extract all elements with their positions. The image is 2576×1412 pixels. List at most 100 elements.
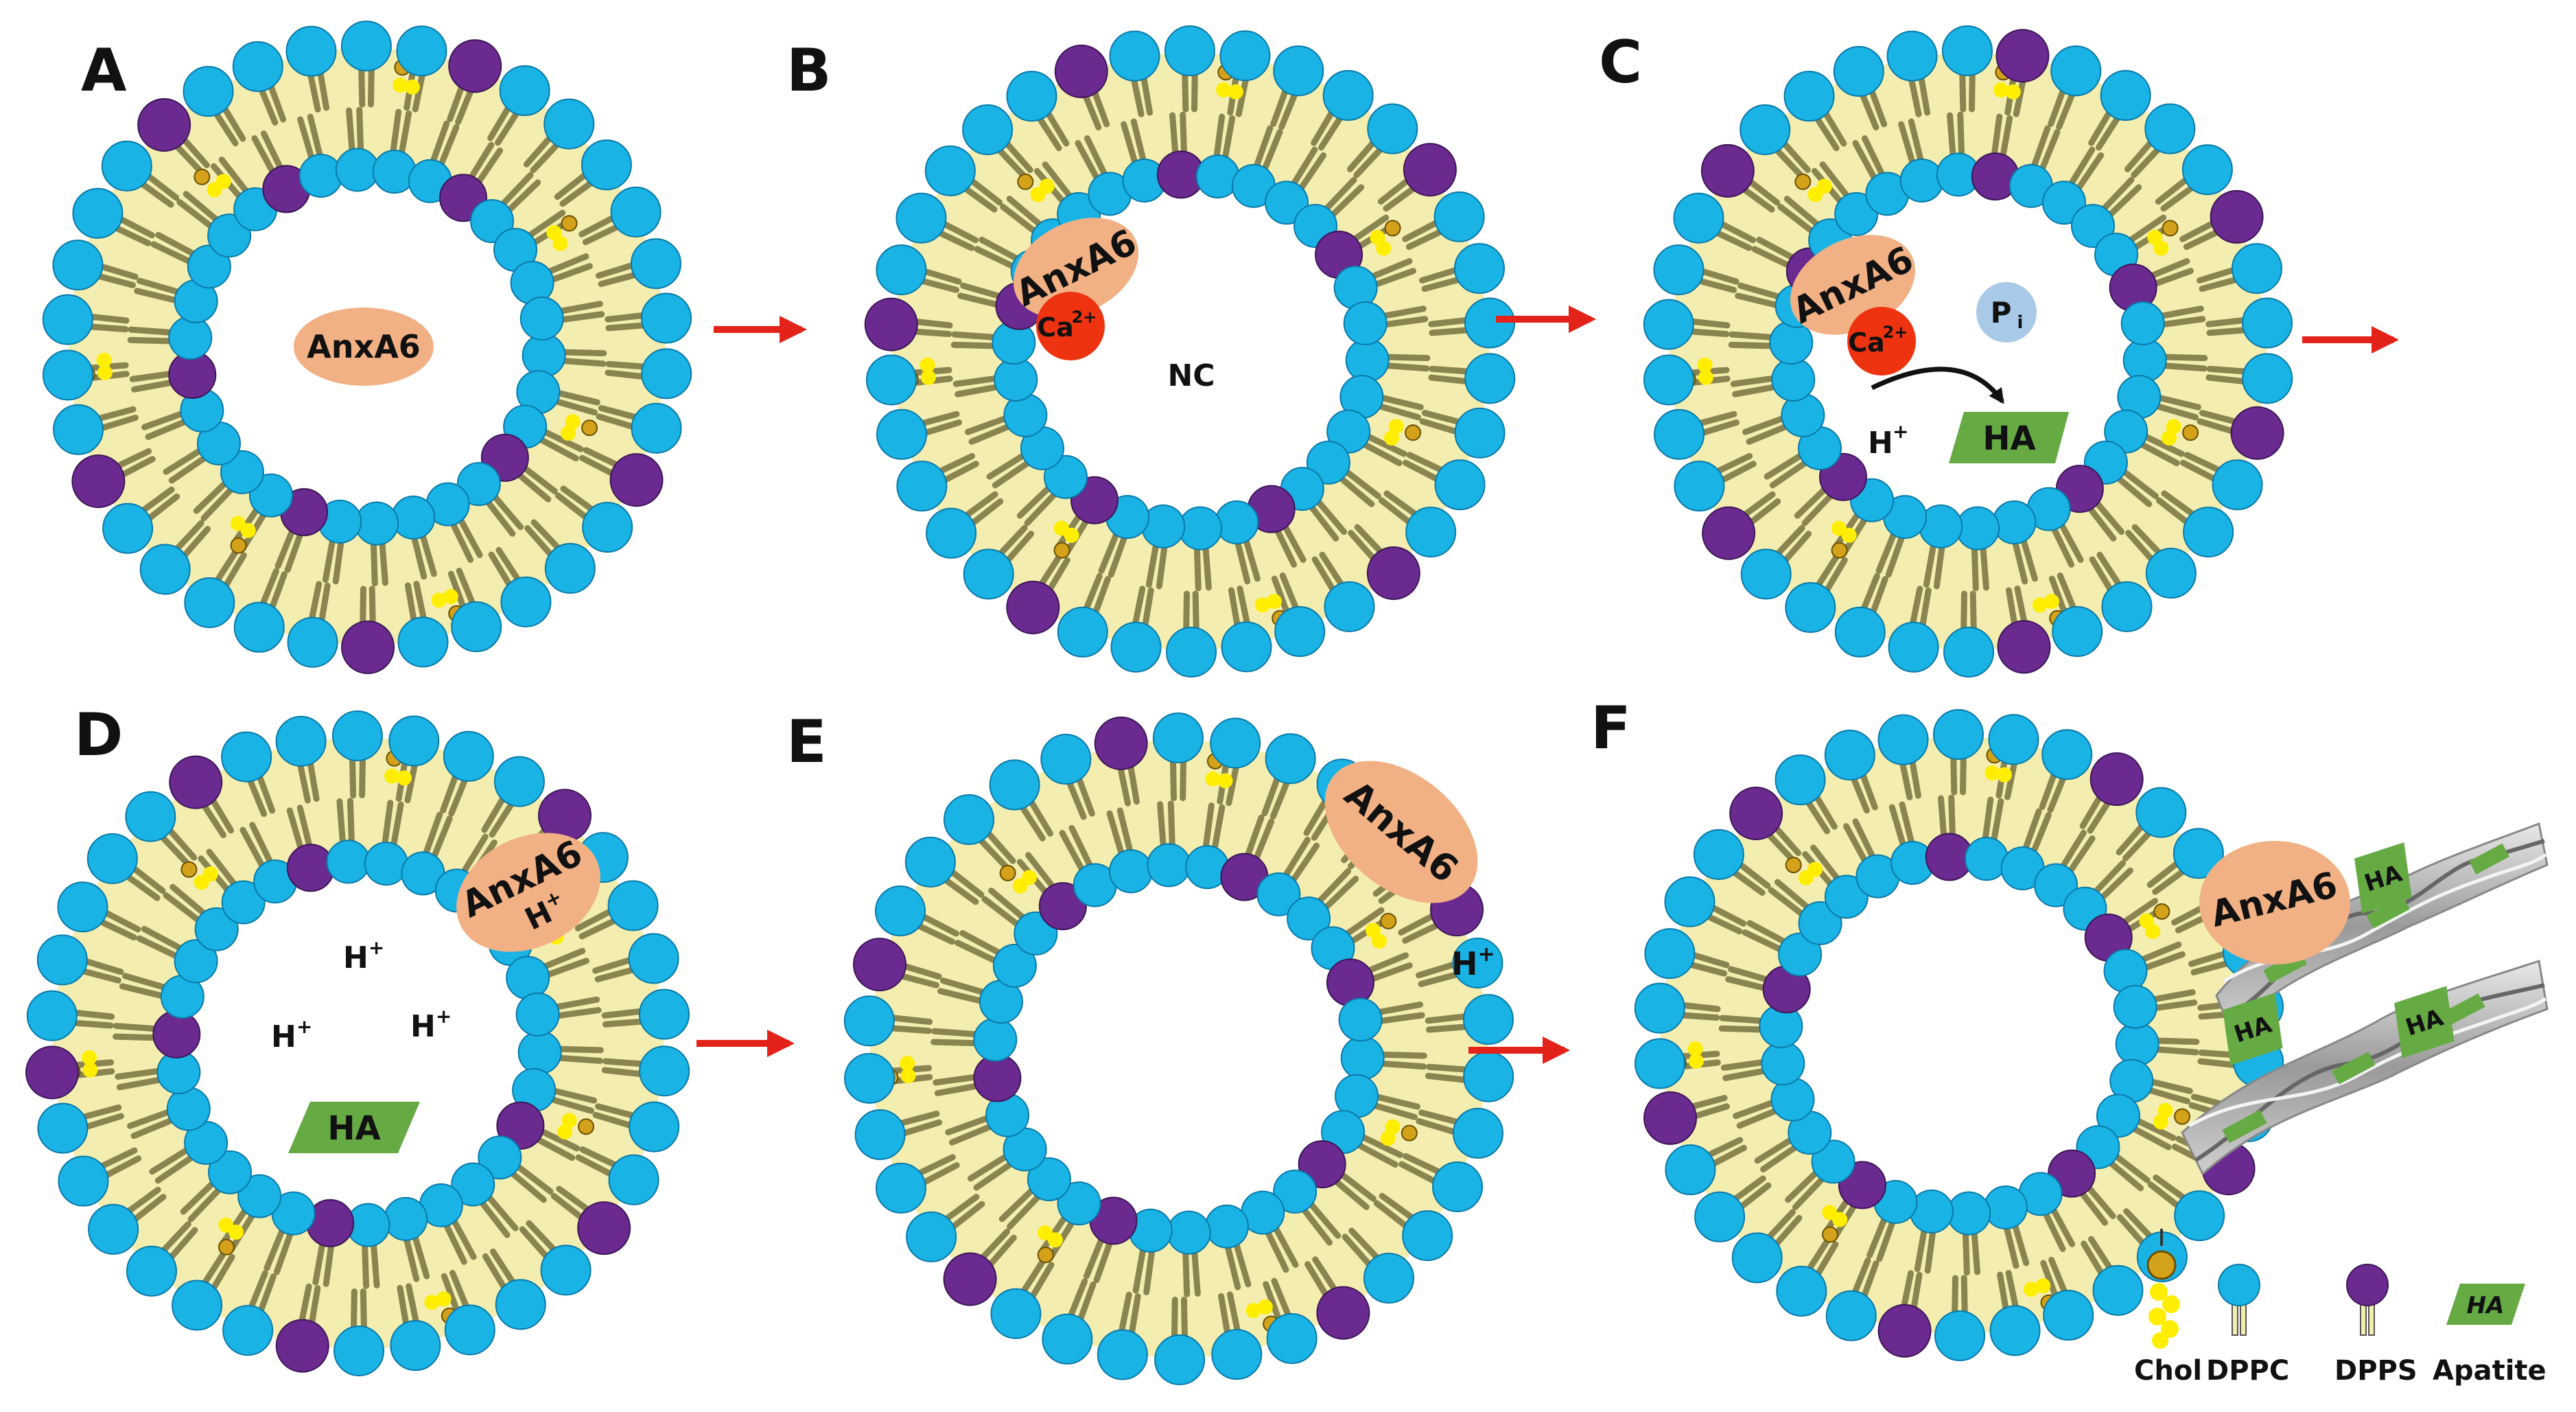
cholesterol-icon <box>2146 1229 2180 1349</box>
tail-region <box>1661 737 2258 1334</box>
dpps-head <box>943 1252 997 1306</box>
dppc-head <box>1204 1204 1249 1249</box>
dppc-head <box>500 576 552 627</box>
panel-letter-f: F <box>1591 694 1631 763</box>
dppc-head <box>1040 733 1092 785</box>
vesicle-membrane-e <box>843 713 1514 1385</box>
dppc-head <box>208 1150 253 1194</box>
dpps-head <box>577 1201 631 1255</box>
dppc-head <box>1956 506 2000 551</box>
phosphate-subscript: i <box>2017 312 2024 333</box>
dppc-head <box>1454 407 1506 459</box>
dppc-head <box>168 316 213 360</box>
apatite-icon-symbol: HA <box>2467 1292 2505 1319</box>
calcium-charge: 2+ <box>1072 308 1097 327</box>
dppc-head <box>1825 1290 1877 1341</box>
vesicle-membrane-a <box>42 21 692 674</box>
cholesterol-molecule <box>443 589 458 605</box>
cholesterol-molecule <box>1997 767 2013 783</box>
dpps-head <box>609 453 664 507</box>
dppc-head <box>1798 901 1842 945</box>
dppc-head <box>232 40 283 92</box>
dppc-head <box>285 25 337 77</box>
cholesterol-molecule <box>1380 912 1397 929</box>
cholesterol-molecule <box>230 537 247 554</box>
dppc-head <box>36 934 88 986</box>
dppc-head <box>2115 1021 2159 1066</box>
dppc-head <box>1154 1334 1206 1385</box>
dppc-head <box>1340 1036 1385 1080</box>
legend-item-chol: Chol <box>2134 1229 2202 1387</box>
cholesterol-molecule <box>1053 520 1069 536</box>
dppc-head <box>221 731 272 783</box>
cholesterol-molecule <box>1216 82 1232 98</box>
cholesterol-molecule <box>1022 870 1038 886</box>
dppc-head <box>172 1280 223 1331</box>
cholesterol-molecule <box>1217 773 1233 789</box>
cholesterol-molecule <box>1257 1299 1273 1315</box>
proton: H+ <box>1451 942 1495 982</box>
dppc-head <box>1834 192 1879 236</box>
tail-region <box>1670 53 2267 650</box>
cholesterol-molecule <box>424 1295 440 1310</box>
dppc-head <box>1886 30 1938 82</box>
vesicle-membrane-f <box>1634 709 2284 1361</box>
cholesterol-molecule <box>560 426 576 441</box>
dppc-head <box>1402 1210 1453 1262</box>
dppc-head <box>444 1304 495 1356</box>
cholesterol-molecule <box>1205 771 1221 787</box>
cholesterol-molecule <box>552 235 568 251</box>
dppc-head <box>1434 459 1486 511</box>
dppc-head <box>1824 729 1875 780</box>
dppc-head <box>994 357 1038 402</box>
dppc-head <box>1464 353 1516 404</box>
calcium-ion: Ca 2+ <box>1847 307 1916 375</box>
dppc-head <box>1877 714 1929 765</box>
dppc-lipid-icon <box>2218 1264 2260 1336</box>
dpps-lipid-icon <box>2346 1264 2389 1336</box>
dppc-head <box>2034 863 2079 907</box>
dppc-head <box>26 990 78 1041</box>
svg-text:H+: H+ <box>1451 942 1495 982</box>
cholesterol-molecule <box>1405 424 1422 441</box>
cholesterol-molecule <box>1388 419 1404 435</box>
dppc-head <box>1167 1210 1211 1255</box>
dppc-head <box>37 1102 89 1154</box>
dpps-head <box>2210 189 2264 244</box>
dppc-head <box>1178 506 1223 551</box>
cholesterol-molecule <box>384 768 400 784</box>
dppc-head <box>1215 500 1259 545</box>
dppc-head <box>2231 243 2282 294</box>
calcium-label: Ca <box>1848 327 1885 358</box>
hydroxyapatite-crystal: HA <box>2354 842 2412 914</box>
dppc-head <box>1152 713 1204 764</box>
dppc-head <box>1453 243 1505 294</box>
dppc-head <box>1761 1041 1805 1086</box>
dppc-head <box>875 1162 926 1214</box>
cholesterol-molecule <box>431 592 447 608</box>
dppc-head <box>1654 408 1705 460</box>
dppc-head <box>1643 299 1694 350</box>
dppc-head <box>287 616 338 668</box>
dppc-head <box>865 354 917 406</box>
dppc-head <box>166 1087 211 1131</box>
dppc-head <box>1899 158 1944 202</box>
dppc-head <box>904 836 956 888</box>
dppc-head <box>2242 297 2293 349</box>
cholesterol-molecule <box>202 866 218 882</box>
proton: H + <box>1868 420 1908 461</box>
dpps-head <box>1702 506 1756 560</box>
cholesterol-molecule <box>565 414 581 430</box>
dppc-head <box>1775 754 1826 806</box>
dppc-head <box>1644 928 1696 980</box>
dpps-head <box>2230 406 2284 460</box>
dpps-head <box>1729 787 1783 841</box>
dppc-head <box>540 1245 592 1296</box>
dpps-head <box>1038 882 1087 931</box>
dppc-head <box>222 1305 274 1356</box>
panel-d: D AnxA6 H+ H+ H+ H+ HA <box>25 701 690 1376</box>
dppc-head <box>1992 500 2037 545</box>
dppc-head <box>1274 606 1326 658</box>
dppc-head <box>2173 828 2224 879</box>
